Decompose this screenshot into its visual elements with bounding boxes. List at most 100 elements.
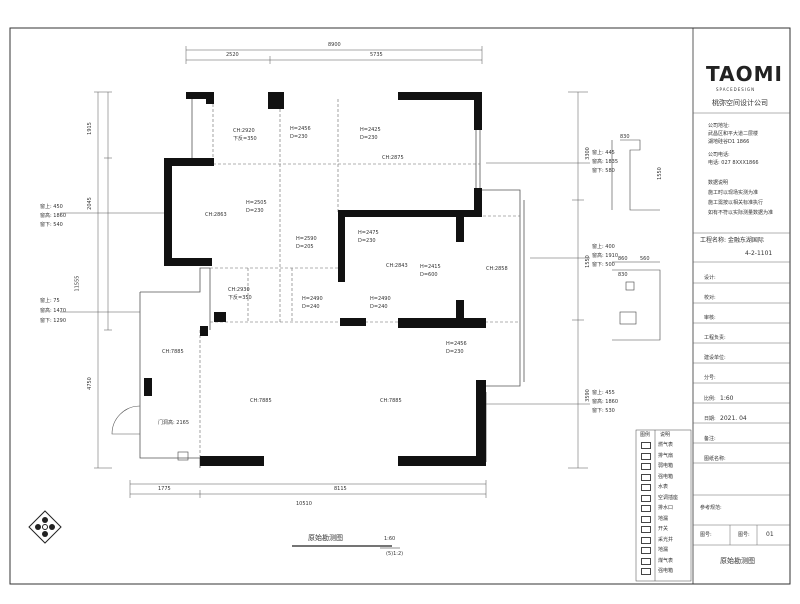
reference-label: 参考规范:: [700, 505, 722, 511]
note-2: 施工需按以相关标准执行: [708, 200, 764, 206]
field-review: 审核:: [704, 315, 716, 321]
window-right2-sill: 窗下: 500: [592, 262, 615, 268]
field-check: 校对:: [704, 295, 716, 301]
legend-symbol-icon: [641, 442, 651, 449]
window-right1-sill: 窗下: 580: [592, 168, 615, 174]
notes-title: 数据说明: [708, 180, 729, 186]
phone-label: 公司电话:: [708, 152, 730, 158]
remark-label: 备注:: [704, 436, 716, 442]
legend-item: 采光井: [658, 536, 674, 543]
window-left1-sill: 窗下: 540: [40, 222, 63, 228]
door-height: 门洞高: 2165: [158, 420, 189, 426]
sheet-label: 图纸名称:: [704, 456, 726, 462]
sheet-title: 原始勘测图: [720, 557, 755, 565]
legend-symbol-icon: [641, 568, 651, 575]
legend-symbol-icon: [641, 526, 651, 533]
dim-left-1: 1915: [86, 122, 93, 135]
page-label-2: 图号:: [738, 532, 750, 538]
scale-label: 比例:: [704, 396, 716, 402]
room1-h: H=2456: [290, 126, 311, 132]
window-right2-top: 窗上: 400: [592, 244, 615, 250]
dim-left-3: 4750: [86, 377, 93, 390]
dim-right-1: 3300: [584, 147, 591, 160]
legend-item: 地漏: [658, 547, 669, 553]
title-block-frame: [692, 27, 791, 585]
compass-icon: [28, 510, 62, 544]
window-left2-top: 窗上: 75: [40, 298, 60, 304]
window-right2-height: 窗高: 1910: [592, 253, 618, 259]
project-name: 工程名称: 金融东湖国际: [700, 237, 764, 244]
dim-bottom-total: 10510: [296, 501, 312, 507]
legend-symbol-icon: [641, 484, 651, 491]
field-design: 设计:: [704, 275, 716, 281]
leader-lines: [60, 162, 590, 405]
address-line1: 武昌区和平大道二层楼: [708, 131, 759, 137]
phone: 电话: 027 8XXX1866: [708, 160, 759, 166]
page-label: 图号:: [700, 532, 712, 538]
legend-symbol-icon: [641, 547, 651, 554]
detail-dim-3: 860: [618, 256, 628, 262]
room2-d: D=230: [360, 135, 378, 141]
company-name: 桃弥空间设计公司: [712, 99, 768, 107]
detail-dim-5: 830: [618, 272, 628, 278]
room3-d: D=230: [246, 208, 264, 214]
room3-ch: CH:2863: [205, 212, 227, 218]
room8-d: D=240: [302, 304, 320, 310]
room4-d: D=230: [358, 238, 376, 244]
field-owner: 建设单位:: [704, 355, 726, 361]
room1-ch: CH:2920: [233, 128, 255, 134]
legend-symbol-icon: [641, 494, 651, 502]
window-right3-top: 窗上: 455: [592, 390, 615, 396]
company-logo: TAOMI: [706, 62, 783, 86]
room10-h: H=2456: [446, 341, 467, 347]
legend-item: 地漏: [658, 515, 669, 522]
legend-symbol-icon: [641, 452, 651, 460]
dim-top-2: 5735: [370, 52, 383, 58]
window-left1-height: 窗高: 1860: [40, 213, 66, 219]
dimension-lines: [94, 46, 588, 498]
room4-ch: CH:2843: [386, 263, 408, 269]
room7-h: H=2590: [296, 236, 317, 242]
window-left2-height: 窗高: 1470: [40, 308, 66, 314]
detail-dim-4: 560: [640, 256, 650, 262]
room3-h: H=2505: [246, 200, 267, 206]
room10-d: D=230: [446, 349, 464, 355]
window-left1-top: 窗上: 450: [40, 204, 63, 210]
project-unit: 4-2-1101: [745, 250, 773, 257]
legend-table: [635, 429, 692, 582]
legend-item: 煤气表: [658, 557, 674, 564]
legend-symbol-icon: [641, 515, 651, 523]
living-ch-3: CH:7885: [380, 398, 402, 404]
dim-left-total: 11555: [74, 275, 81, 292]
dim-right-3: 3590: [584, 389, 591, 402]
window-right3-height: 窗高: 1860: [592, 399, 618, 405]
note-1: 施工时以现场实测为准: [708, 190, 759, 196]
dim-bottom-1: 1775: [158, 486, 171, 492]
legend-symbol-icon: [641, 557, 651, 565]
room8-h: H=2490: [302, 296, 323, 302]
room7-d: D=205: [296, 244, 314, 250]
dim-right-2: 1550: [584, 255, 591, 268]
detail-dim-1: 830: [620, 134, 630, 140]
legend-header-desc: 说明: [660, 432, 671, 438]
room2-h: H=2425: [360, 127, 381, 133]
window-right1-top: 窗上: 445: [592, 150, 615, 156]
legend-symbol-icon: [641, 536, 651, 544]
dim-bottom-2: 8115: [334, 486, 347, 492]
window-right3-sill: 窗下: 530: [592, 408, 615, 414]
dashed-lines: [199, 99, 520, 458]
note-3: 如有不符以实际测量数据为准: [708, 210, 774, 216]
room1-extra: 下反=350: [233, 136, 257, 142]
thin-walls: [139, 92, 525, 468]
detail-sketches: [611, 139, 661, 341]
dim-top-1: 2520: [226, 52, 239, 58]
room4-h: H=2475: [358, 230, 379, 236]
legend-item: 水表: [658, 484, 669, 490]
room1-d: D=230: [290, 134, 308, 140]
window-left2-sill: 窗下: 1290: [40, 318, 66, 324]
legend-symbol-icon: [641, 473, 651, 481]
company-logo-sub: SPACEDESIGN: [716, 87, 756, 92]
page-number: 01: [766, 531, 774, 538]
room6-extra: 下反=350: [228, 295, 252, 301]
